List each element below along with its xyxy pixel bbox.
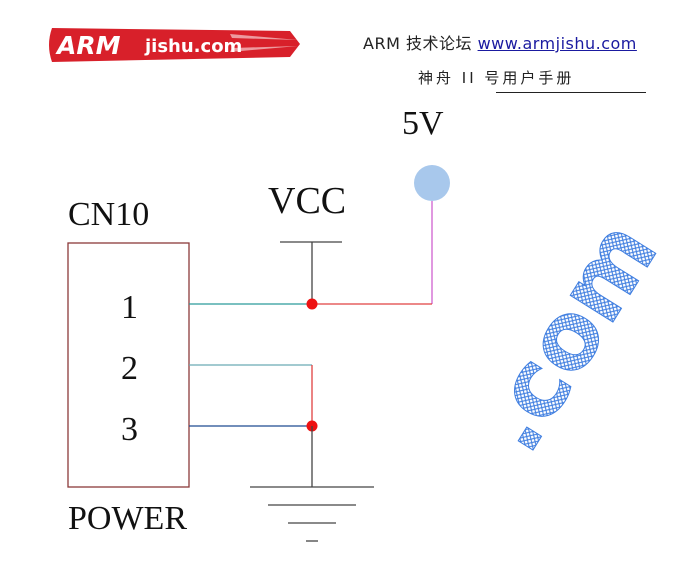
junction-pin1 xyxy=(306,298,318,310)
header-rule xyxy=(496,92,646,93)
pin-3-label: 3 xyxy=(121,411,138,448)
site-url-link[interactable]: www.armjishu.com xyxy=(477,34,637,53)
connector-name-label: POWER xyxy=(68,500,187,537)
pin-2-label: 2 xyxy=(121,350,138,387)
supply-5v-terminal[interactable] xyxy=(414,165,450,201)
pin-1-label: 1 xyxy=(121,289,138,326)
manual-subtitle: 神舟 II 号用户手册 xyxy=(418,69,575,87)
connector-ref-label: CN10 xyxy=(68,196,149,233)
supply-5v-label: 5V xyxy=(402,105,444,142)
header-site-line: ARM 技术论坛 www.armjishu.com xyxy=(363,30,637,54)
watermark-text: .com xyxy=(456,202,678,469)
vcc-label: VCC xyxy=(268,180,346,222)
site-name: ARM 技术论坛 xyxy=(363,34,472,53)
armjishu-logo[interactable]: ARM jishu.com xyxy=(49,28,300,62)
logo-site-text: jishu.com xyxy=(144,36,242,57)
logo-arm-text: ARM xyxy=(55,31,121,60)
ground-symbol xyxy=(250,486,374,542)
